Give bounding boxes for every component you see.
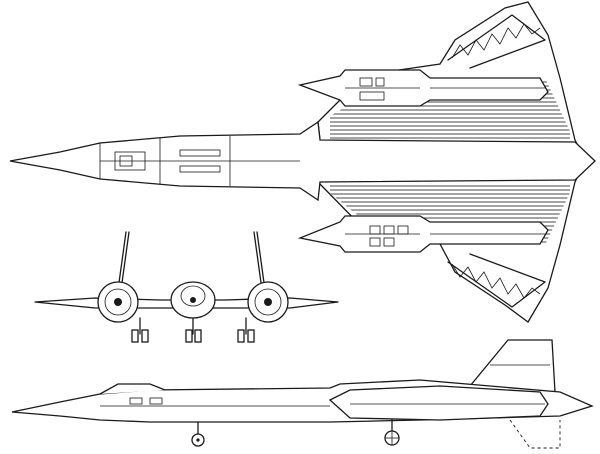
side-view xyxy=(11,339,594,449)
fuselage-plan xyxy=(9,120,596,202)
left-engine-intake xyxy=(97,281,139,323)
fuselage-front xyxy=(170,281,216,319)
cockpit-canopy xyxy=(99,383,166,395)
upper-engine-nacelle xyxy=(297,69,549,107)
outer-wing-zigzag-upper xyxy=(447,14,546,69)
outer-wing-zigzag-lower xyxy=(447,253,546,308)
front-landing-gear xyxy=(131,317,255,343)
left-fin xyxy=(117,231,127,291)
lower-engine-nacelle xyxy=(297,215,549,253)
top-view xyxy=(9,1,596,323)
front-view xyxy=(34,231,339,343)
ventral-fin-dashed xyxy=(509,419,561,449)
right-engine-intake xyxy=(247,281,289,323)
side-vertical-tail xyxy=(468,339,556,393)
side-main-gear xyxy=(384,419,400,446)
side-nose-gear xyxy=(191,421,205,447)
right-fin xyxy=(256,231,266,291)
side-engine-nacelle xyxy=(328,385,549,421)
